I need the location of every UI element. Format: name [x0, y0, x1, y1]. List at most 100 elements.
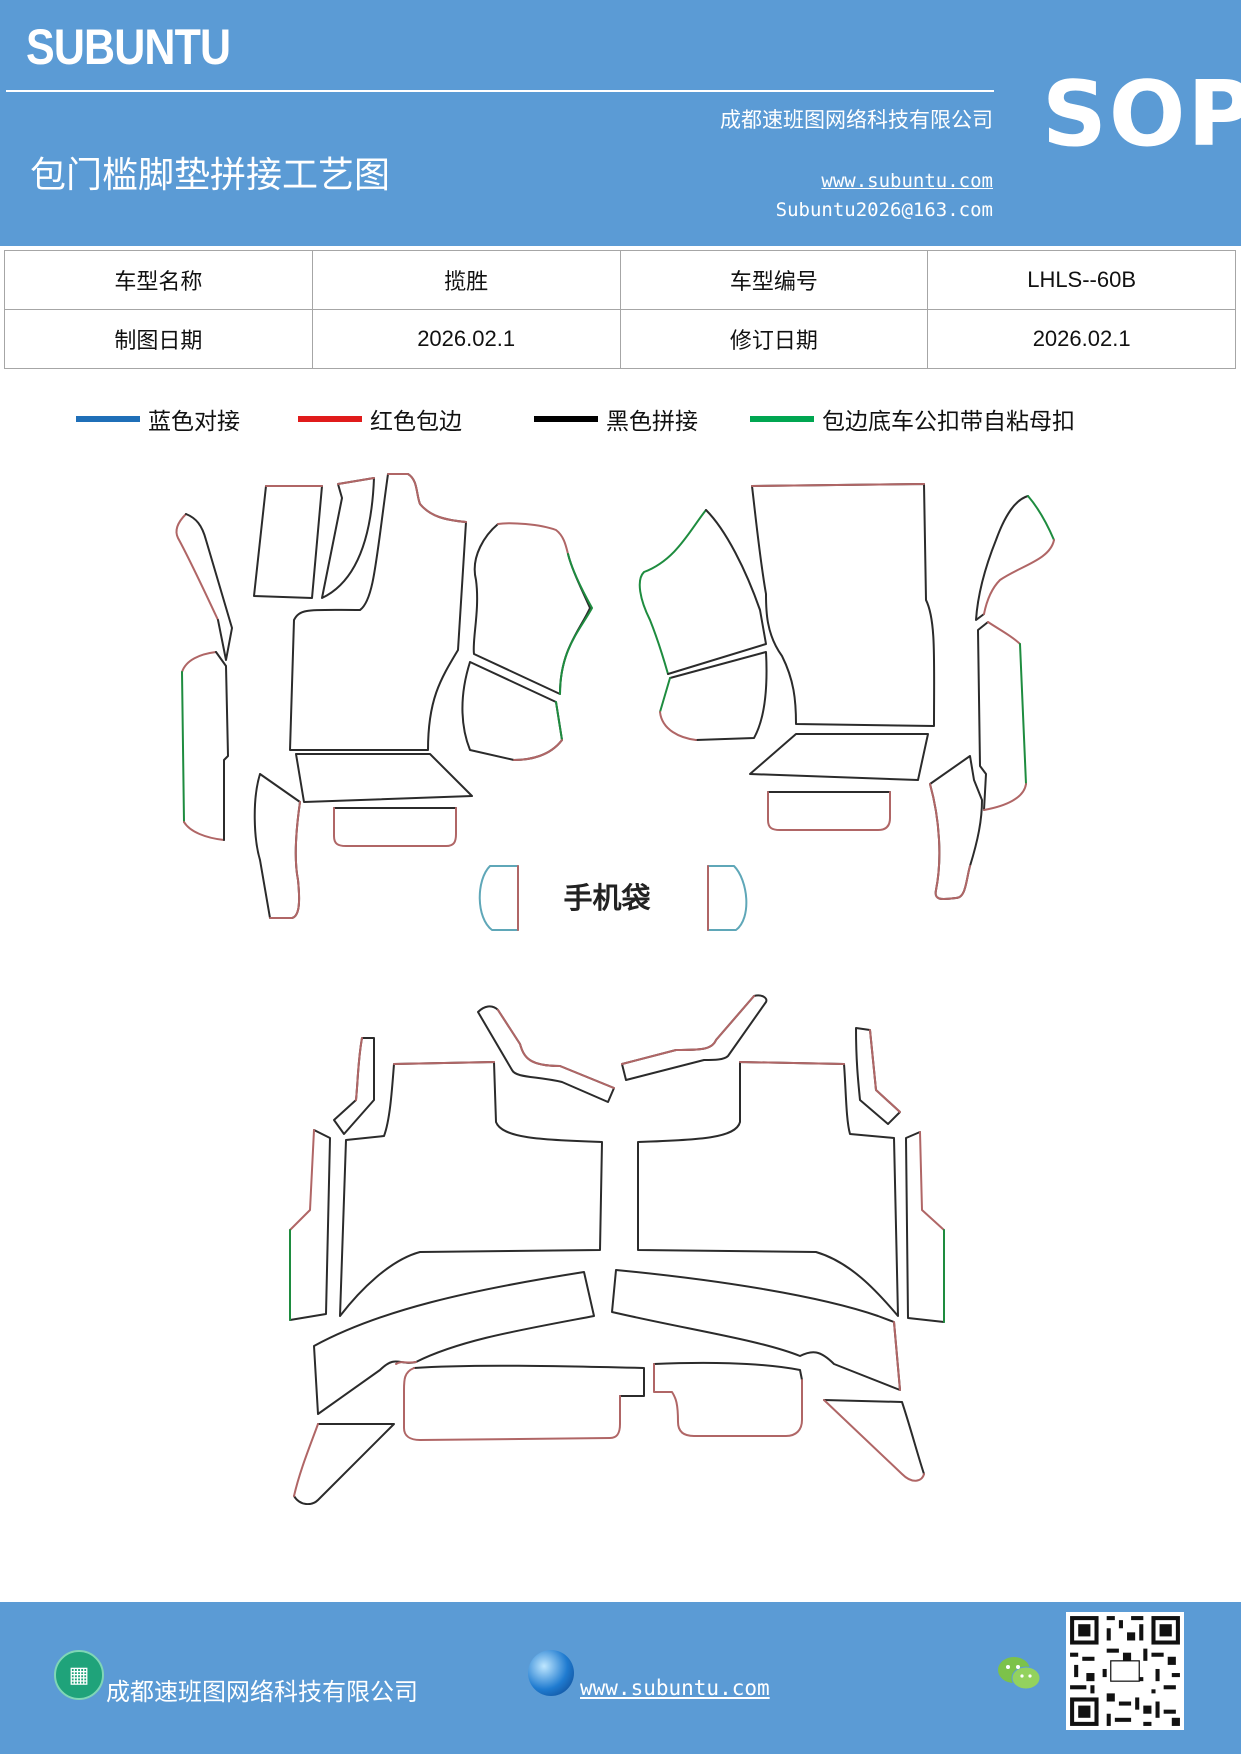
mat-piece — [611, 1269, 901, 1391]
mat-piece — [1027, 495, 1055, 541]
mat-piece — [321, 477, 375, 599]
mat-piece — [638, 509, 707, 675]
info-table: 车型名称 揽胜 车型编号 LHLS--60B 制图日期 2026.02.1 修订… — [4, 250, 1236, 369]
mat-piece — [975, 495, 1029, 621]
mat-piece — [929, 783, 971, 900]
legend-item-black: 黑色拼接 — [534, 402, 698, 436]
mat-piece — [555, 701, 563, 741]
mat-piece — [669, 651, 768, 741]
model-name-value: 揽胜 — [311, 250, 621, 310]
phone-pocket-piece — [478, 865, 519, 931]
phone-pocket-label: 手机袋 — [563, 881, 650, 915]
model-name-label: 车型名称 — [4, 250, 313, 310]
legend-item-green: 包边底车公扣带自粘母扣 — [750, 402, 1075, 436]
mat-piece — [333, 807, 457, 847]
mat-piece — [855, 1027, 901, 1125]
mat-piece — [472, 523, 591, 695]
mat-piece — [253, 485, 323, 599]
mat-piece — [987, 621, 1021, 645]
legend-label: 黑色拼接 — [606, 409, 698, 435]
mat-piece — [559, 553, 593, 695]
legend: 蓝色对接 红色包边 黑色拼接 包边底车公扣带自粘母扣 — [0, 402, 1241, 442]
mat-piece — [653, 1363, 803, 1437]
mat-piece — [477, 1005, 615, 1103]
mat-piece — [513, 739, 563, 761]
table-row: 制图日期 2026.02.1 修订日期 2026.02.1 — [4, 309, 1236, 369]
legend-swatch — [534, 416, 598, 422]
mat-piece — [413, 1364, 645, 1397]
table-row: 车型名称 揽胜 车型编号 LHLS--60B — [4, 250, 1236, 310]
mat-piece — [869, 1029, 901, 1113]
company-name: 成都速班图网络科技有限公司 — [720, 108, 993, 132]
legend-item-red: 红色包边 — [298, 402, 462, 436]
mat-piece — [983, 539, 1055, 615]
legend-item-blue: 蓝色对接 — [76, 402, 240, 436]
website-link[interactable]: www.subuntu.com — [821, 170, 993, 192]
footer-company-name: 成都速班图网络科技有限公司 — [106, 1678, 418, 1706]
mat-piece — [181, 651, 217, 673]
mat-piece — [497, 522, 569, 555]
mat-piece — [289, 1129, 315, 1231]
revise-date-label: 修订日期 — [619, 309, 929, 369]
mat-piece — [621, 995, 755, 1065]
wechat-icon — [998, 1657, 1041, 1690]
sop-badge: SOP — [1042, 62, 1241, 167]
header-divider — [6, 90, 994, 92]
mat-piece — [893, 1321, 901, 1391]
mat-piece — [659, 711, 697, 741]
model-code-value: LHLS--60B — [927, 250, 1236, 310]
mat-piece — [289, 473, 467, 751]
front-right-pieces — [638, 483, 1055, 931]
mat-piece — [395, 1361, 417, 1365]
mat-piece — [393, 1061, 495, 1065]
mat-piece — [295, 753, 473, 803]
mat-piece — [293, 1423, 395, 1505]
mat-piece — [983, 783, 1027, 811]
mat-piece — [653, 1361, 803, 1381]
mat-piece — [403, 1367, 621, 1441]
globe-icon — [528, 1650, 574, 1696]
building-icon: ▦ — [54, 1650, 104, 1700]
mat-piece — [337, 477, 375, 485]
brand-logo: SUBUNTU — [26, 19, 231, 75]
revise-date-value: 2026.02.1 — [927, 309, 1236, 369]
mat-piece — [339, 1061, 603, 1317]
mat-piece — [667, 509, 767, 675]
mat-piece — [355, 1037, 363, 1101]
legend-swatch — [298, 416, 362, 422]
mat-piece — [293, 1423, 319, 1497]
mat-piece — [1019, 643, 1027, 785]
legend-swatch — [76, 416, 140, 422]
mat-piece — [333, 1037, 375, 1135]
mat-piece — [977, 621, 989, 811]
mat-piece — [823, 1399, 925, 1475]
mat-piece — [823, 1399, 925, 1482]
phone-pocket-piece — [707, 865, 748, 931]
mat-piece — [183, 821, 225, 841]
mat-piece — [175, 513, 219, 621]
header: SUBUNTU 成都速班图网络科技有限公司 包门槛脚垫拼接工艺图 www.sub… — [0, 0, 1241, 246]
model-code-label: 车型编号 — [619, 250, 929, 310]
email-address: Subuntu2026@163.com — [775, 199, 993, 221]
mat-piece — [181, 671, 185, 823]
mat-piece — [387, 473, 467, 523]
mat-piece — [461, 661, 563, 761]
footer-website-link[interactable]: www.subuntu.com — [580, 1676, 770, 1700]
mat-piece — [905, 1131, 945, 1323]
mat-piece — [637, 1061, 899, 1317]
page-title: 包门槛脚垫拼接工艺图 — [30, 155, 391, 196]
mat-piece — [919, 1131, 945, 1231]
rear-pieces — [289, 994, 945, 1505]
mat-piece — [269, 801, 301, 919]
floor-mat-diagram: 手机袋 — [175, 473, 1055, 1505]
legend-label: 包边底车公扣带自粘母扣 — [822, 409, 1075, 435]
mat-piece — [497, 1009, 615, 1089]
draw-date-label: 制图日期 — [4, 309, 313, 369]
mat-piece — [751, 483, 936, 727]
mat-piece — [185, 513, 233, 661]
front-left-pieces — [175, 473, 593, 931]
qr-code-icon — [1066, 1612, 1184, 1730]
mat-piece — [253, 773, 301, 919]
mat-piece — [767, 791, 891, 831]
mat-piece — [215, 651, 229, 841]
